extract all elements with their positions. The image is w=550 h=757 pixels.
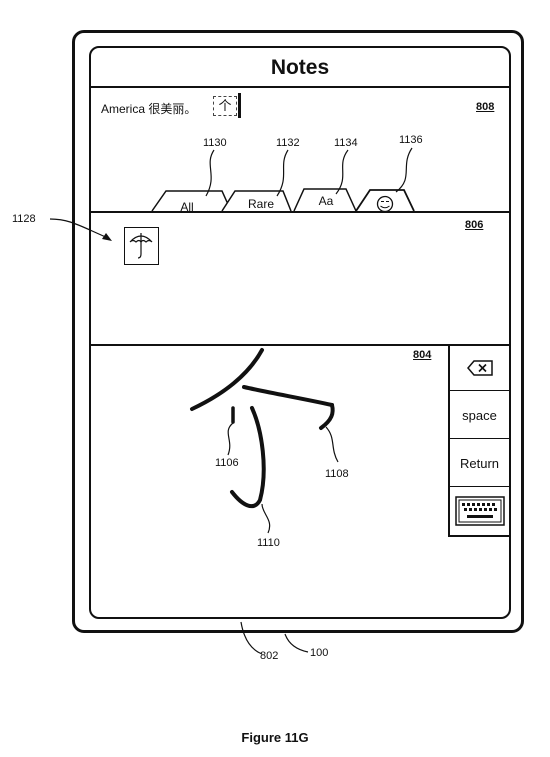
callout-802	[240, 621, 263, 655]
callout-100	[284, 633, 309, 653]
tab-all-label[interactable]: All	[180, 200, 194, 214]
tab-all	[151, 190, 232, 212]
umbrella-icon	[129, 233, 153, 259]
stroke-roof-right	[242, 385, 334, 407]
ref-1130: 1130	[203, 137, 227, 149]
callout-1128	[49, 218, 109, 239]
ref-808: 808	[476, 101, 495, 113]
tab-rare-label[interactable]: Rare	[247, 197, 274, 211]
emoji-face-icon	[376, 195, 394, 213]
tab-aa-label[interactable]: Aa	[318, 194, 334, 208]
candidate-panel-bottom	[89, 344, 511, 346]
ref-806: 806	[465, 219, 484, 231]
keyboard-toggle-key[interactable]	[449, 488, 510, 534]
candidate-umbrella[interactable]	[124, 227, 159, 265]
page-title: Notes	[270, 56, 330, 79]
ref-1136: 1136	[399, 134, 423, 146]
ref-1134: 1134	[334, 137, 358, 149]
ref-1128: 1128	[12, 213, 36, 225]
ref-1110: 1110	[257, 537, 280, 549]
backspace-icon	[466, 359, 493, 376]
callout-1132	[276, 149, 289, 197]
stroke-1108	[319, 403, 335, 430]
ref-1132: 1132	[276, 137, 300, 149]
return-key[interactable]: Return	[449, 440, 510, 487]
ref-100: 100	[310, 647, 329, 659]
key-column-bottom	[448, 535, 510, 537]
figure-caption: Figure 11G	[241, 730, 309, 745]
ref-802: 802	[260, 650, 279, 662]
key-column-divider	[448, 344, 450, 536]
ref-1106: 1106	[215, 457, 239, 469]
tab-aa	[293, 188, 357, 212]
callout-1110	[261, 503, 271, 534]
callout-1136	[395, 147, 413, 193]
screen	[89, 46, 511, 619]
stroke-1110	[230, 406, 266, 509]
inline-candidate-char[interactable]: 个	[213, 96, 237, 116]
callout-1106	[227, 422, 234, 456]
callout-1108	[325, 426, 339, 463]
keyboard-icon	[454, 496, 505, 526]
note-text[interactable]: America 很美丽。	[101, 102, 197, 116]
text-cursor	[238, 93, 241, 118]
candidate-panel-top	[89, 211, 511, 213]
callout-1134	[335, 149, 349, 195]
stroke-roof-left	[190, 348, 264, 411]
ref-804: 804	[413, 349, 432, 361]
ref-1108: 1108	[325, 468, 349, 480]
backspace-key[interactable]	[449, 345, 510, 391]
callout-1130	[205, 149, 215, 197]
tab-rare	[221, 190, 292, 212]
arrowhead-icon	[102, 233, 112, 241]
space-key[interactable]: space	[449, 392, 510, 439]
title-divider	[89, 86, 511, 88]
